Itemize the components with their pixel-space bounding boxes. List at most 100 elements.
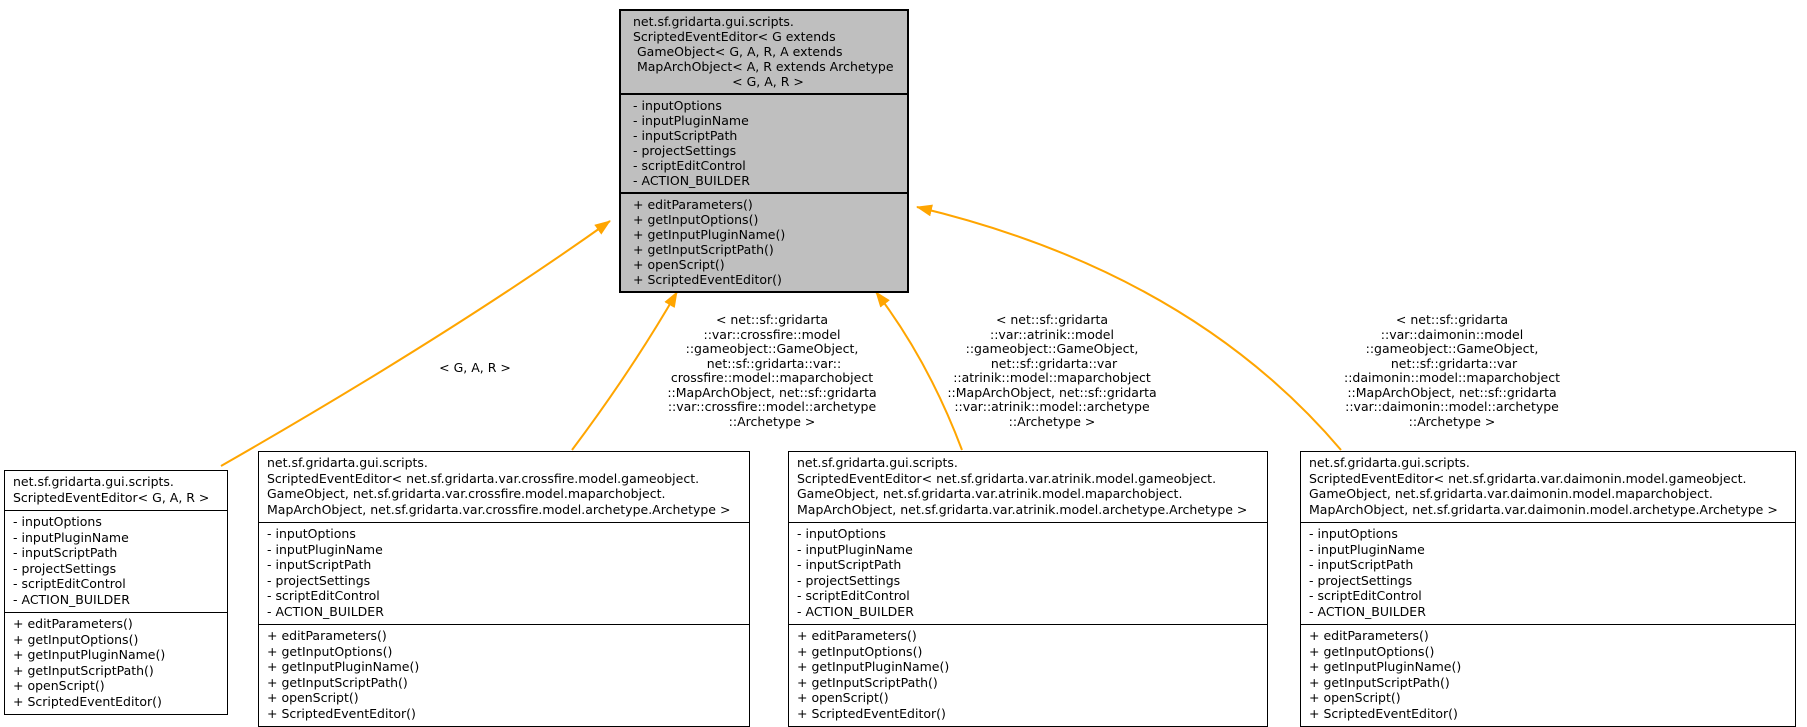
edge-label-line: < net::sf::gridarta — [715, 312, 829, 327]
class-title-line: net.sf.gridarta.gui.scripts. — [1309, 455, 1470, 470]
method-line: + editParameters() — [1309, 628, 1429, 643]
method-line: + getInputScriptPath() — [1309, 674, 1450, 690]
class-title-line: MapArchObject, net.sf.gridarta.var.atrin… — [797, 501, 1248, 517]
attribute-line: - inputScriptPath — [797, 557, 902, 572]
method-line: + ScriptedEventEditor() — [267, 705, 416, 721]
method-line: + getInputOptions() — [633, 212, 759, 227]
edge-label-atrinik: < net::sf::gridarta::var::atrinik::model… — [947, 312, 1157, 429]
method-line: + editParameters() — [797, 628, 917, 643]
class-title-line: GameObject< G, A, R, A extends — [633, 44, 843, 59]
method-line: + getInputPluginName() — [1309, 659, 1462, 674]
attribute-line: - inputScriptPath — [267, 557, 372, 572]
inheritance-edge-daimonin — [916, 204, 1342, 451]
method-line: + ScriptedEventEditor() — [633, 272, 782, 287]
attribute-line: - inputPluginName — [797, 541, 913, 557]
edge-label-line: ::MapArchObject, net::sf::gridarta — [667, 384, 877, 400]
method-line: + openScript() — [13, 678, 105, 693]
attribute-line: - inputOptions — [267, 526, 356, 541]
attribute-line: - scriptEditControl — [633, 158, 746, 173]
class-title-line: GameObject, net.sf.gridarta.var.daimonin… — [1309, 486, 1713, 501]
method-line: + getInputOptions() — [1309, 643, 1435, 659]
edge-label-daimonin: < net::sf::gridarta::var::daimonin::mode… — [1343, 312, 1561, 429]
attribute-line: - scriptEditControl — [13, 576, 126, 591]
edge-label-line: net::sf::gridarta::var — [986, 355, 1118, 371]
class-methods-section: + editParameters()+ getInputOptions() + g… — [5, 612, 227, 714]
edge-label-line: < net::sf::gridarta — [1395, 312, 1509, 327]
attribute-line: - inputScriptPath — [633, 128, 738, 143]
class-title-line: ScriptedEventEditor< G extends — [633, 29, 836, 44]
method-line: + getInputOptions() — [267, 643, 393, 659]
method-line: + getInputScriptPath() — [633, 242, 774, 257]
class-title-line: MapArchObject< A, R extends Archetype — [633, 59, 894, 74]
method-line: + getInputOptions() — [797, 643, 923, 659]
edge-label-line: ::gameobject::GameObject, — [685, 341, 859, 356]
method-line: + getInputPluginName() — [797, 659, 950, 674]
edge-label-line: ::Archetype > — [1008, 413, 1096, 429]
edge-label-line: ::atrinik::model::maparchobject — [953, 370, 1151, 385]
edge-label-line: ::MapArchObject, net::sf::gridarta — [1347, 384, 1557, 400]
edge-label-line: ::var::crossfire::model::archetype — [667, 399, 877, 414]
attribute-line: - inputOptions — [1309, 526, 1398, 541]
class-box-generic: net.sf.gridarta.gui.scripts.ScriptedEven… — [4, 470, 228, 715]
class-attributes-section: - inputOptions- inputPluginName- inputSc… — [1301, 522, 1795, 624]
class-methods-section: + editParameters()+ getInputOptions() + g… — [259, 624, 749, 726]
class-box-atrinik: net.sf.gridarta.gui.scripts.ScriptedEven… — [788, 451, 1268, 727]
edge-label-line: ::gameobject::GameObject, — [1365, 341, 1539, 356]
attribute-line: - projectSettings — [1309, 572, 1413, 588]
class-title-section: net.sf.gridarta.gui.scripts.ScriptedEven… — [789, 452, 1267, 522]
class-title-line: GameObject, net.sf.gridarta.var.atrinik.… — [797, 486, 1183, 501]
method-line: + getInputOptions() — [13, 631, 139, 647]
class-title-line: net.sf.gridarta.gui.scripts. — [13, 474, 174, 489]
attribute-line: - scriptEditControl — [1309, 588, 1422, 603]
edge-label-line: net::sf::gridarta::var:: — [702, 355, 842, 371]
method-line: + openScript() — [633, 257, 725, 272]
inheritance-edge-generic — [220, 220, 611, 467]
edge-label-line: ::daimonin::model::maparchobject — [1343, 370, 1561, 385]
class-methods-section: + editParameters()+ getInputOptions()+ g… — [789, 624, 1267, 726]
method-line: + getInputScriptPath() — [13, 662, 154, 678]
method-line: + openScript() — [797, 690, 889, 705]
edge-label-line: ::MapArchObject, net::sf::gridarta — [947, 384, 1157, 400]
attribute-line: - inputPluginName — [633, 113, 749, 128]
attribute-line: - ACTION_BUILDER — [633, 173, 750, 188]
class-title-lines: net.sf.gridarta.gui.scripts.ScriptedEven… — [633, 14, 903, 74]
method-line: + getInputScriptPath() — [797, 674, 938, 690]
edge-label-line: ::Archetype > — [728, 413, 816, 429]
class-title-line: MapArchObject, net.sf.gridarta.var.cross… — [267, 501, 731, 517]
class-box-daimonin: net.sf.gridarta.gui.scripts.ScriptedEven… — [1300, 451, 1796, 727]
method-line: + getInputPluginName() — [633, 227, 786, 242]
edge-label-line: < net::sf::gridarta — [995, 312, 1109, 327]
class-box-base: net.sf.gridarta.gui.scripts.ScriptedEven… — [619, 9, 909, 293]
attribute-line: - inputOptions — [13, 514, 102, 529]
method-line: + editParameters() — [267, 628, 387, 643]
edge-label-line: net::sf::gridarta::var — [1386, 355, 1518, 371]
attribute-line: - projectSettings — [13, 560, 117, 576]
attribute-line: - scriptEditControl — [267, 588, 380, 603]
attribute-line: - inputScriptPath — [13, 545, 118, 560]
class-attributes-section: - inputOptions- inputPluginName- inputSc… — [789, 522, 1267, 624]
attribute-line: - projectSettings — [267, 572, 371, 588]
edge-label-crossfire: < net::sf::gridarta::var::crossfire::mod… — [667, 312, 877, 429]
attribute-line: - ACTION_BUILDER — [13, 591, 130, 607]
edge-label-generic: < G, A, R > — [439, 359, 511, 376]
class-attributes-section: - inputOptions- inputPluginName- inputSc… — [259, 522, 749, 624]
edge-label-line: ::var::atrinik::model — [990, 326, 1114, 342]
attribute-line: - ACTION_BUILDER — [1309, 603, 1426, 619]
method-line: + ScriptedEventEditor() — [1309, 705, 1458, 721]
attribute-line: - inputPluginName — [1309, 541, 1425, 557]
method-line: + editParameters() — [13, 616, 133, 631]
class-title-line: net.sf.gridarta.gui.scripts. — [797, 455, 958, 470]
class-title-line: MapArchObject, net.sf.gridarta.var.daimo… — [1309, 501, 1778, 517]
edge-label-line: ::var::atrinik::model::archetype — [954, 399, 1150, 414]
edge-label-line: ::var::daimonin::model::archetype — [1345, 399, 1559, 414]
edge-label-line: ::var::crossfire::model — [703, 326, 841, 342]
attribute-line: - scriptEditControl — [797, 588, 910, 603]
method-line: + ScriptedEventEditor() — [797, 705, 946, 721]
edge-label-line: < G, A, R > — [439, 359, 511, 375]
method-line: + getInputScriptPath() — [267, 674, 408, 690]
edge-label-line: ::var::daimonin::model — [1380, 326, 1524, 342]
inheritance-edge-atrinik — [875, 291, 963, 451]
method-line: + openScript() — [267, 690, 359, 705]
